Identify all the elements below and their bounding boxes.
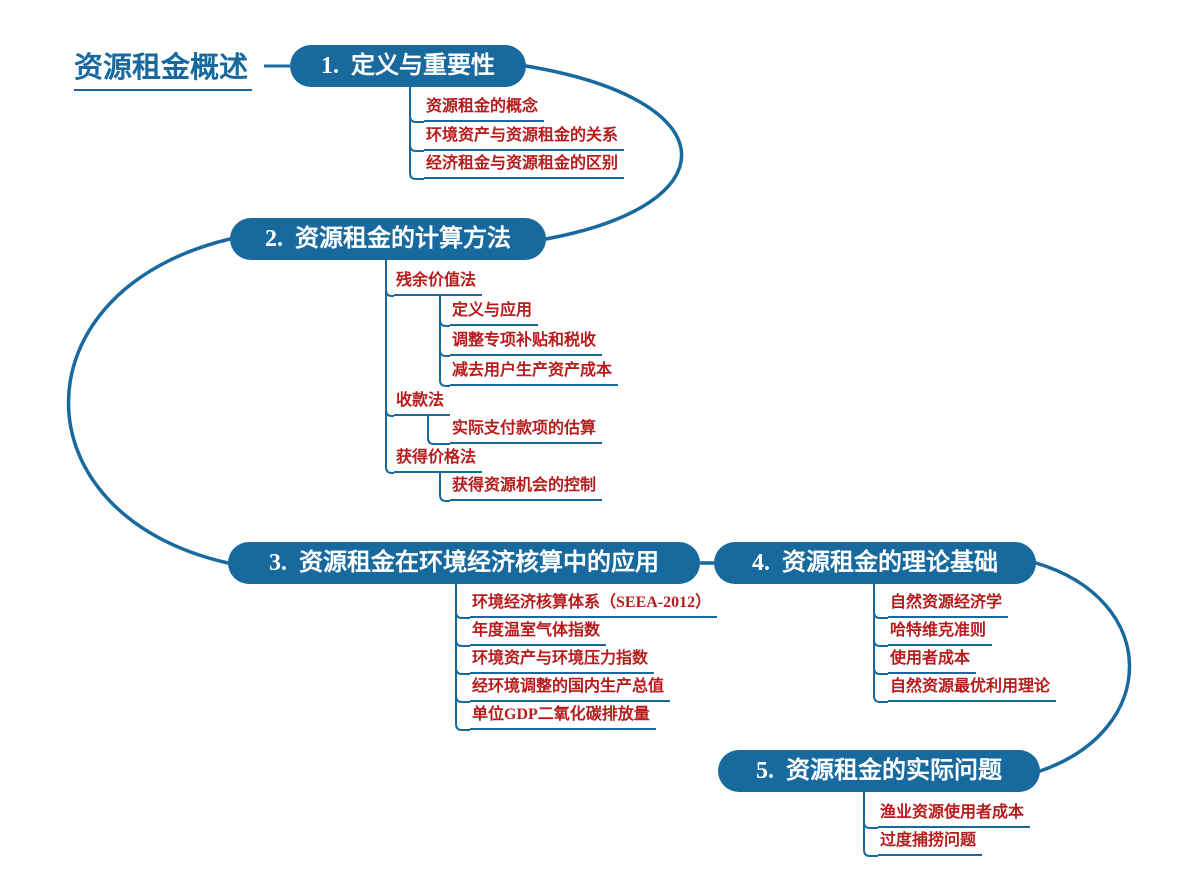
connector-branch1-branch2 [524,64,684,241]
branch-node-5[interactable]: 5. 资源租金的实际问题 [718,750,1040,792]
branch-node-3[interactable]: 3. 资源租金在环境经济核算中的应用 [228,542,700,584]
connector-branch3-children [455,584,470,731]
topic-4-4[interactable]: 自然资源最优利用理论 [888,678,1057,702]
topic-3-3[interactable]: 环境资产与环境压力指数 [470,650,655,674]
topic-2-1-3[interactable]: 减去用户生产资产成本 [450,362,619,386]
topic-3-5[interactable]: 单位GDP二氧化碳排放量 [470,706,656,730]
topic-5-1[interactable]: 渔业资源使用者成本 [878,804,1031,828]
topic-1-1[interactable]: 资源租金的概念 [424,98,545,122]
topic-3-1[interactable]: 环境经济核算体系（SEEA-2012） [470,594,718,618]
branch-node-2[interactable]: 2. 资源租金的计算方法 [230,218,546,260]
topic-4-1[interactable]: 自然资源经济学 [888,594,1009,618]
connector-branch2-branch3 [66,237,232,565]
connector-branch4-children [873,584,888,703]
topic-4-2[interactable]: 哈特维克准则 [888,622,993,646]
connector-branch5-children [863,792,878,857]
topic-5-2[interactable]: 过度捕捞问题 [878,832,983,856]
connector-acquisition-price-children [439,473,450,502]
topic-1-2[interactable]: 环境资产与资源租金的关系 [424,127,625,151]
connector-branch2-children [385,260,394,474]
topic-2-3[interactable]: 获得价格法 [394,449,483,473]
root-topic[interactable]: 资源租金概述 [74,44,253,91]
topic-3-4[interactable]: 经环境调整的国内生产总值 [470,678,671,702]
branch-node-1[interactable]: 1. 定义与重要性 [290,45,526,87]
connector-branch1-children [409,87,424,180]
topic-2-3-1[interactable]: 获得资源机会的控制 [450,477,603,501]
topic-1-3[interactable]: 经济租金与资源租金的区别 [424,155,625,179]
topic-2-2[interactable]: 收款法 [394,392,451,416]
topic-3-2[interactable]: 年度温室气体指数 [470,622,607,646]
topic-4-3[interactable]: 使用者成本 [888,650,977,674]
connector-branch4-branch5 [1034,561,1132,773]
topic-2-1-2[interactable]: 调整专项补贴和税收 [450,332,603,356]
topic-2-2-1[interactable]: 实际支付款项的估算 [450,420,603,444]
connector-residual-value-children [439,296,450,387]
connector-collection-children [427,416,450,445]
topic-2-1-1[interactable]: 定义与应用 [450,302,539,326]
topic-2-1[interactable]: 残余价值法 [394,272,483,296]
branch-node-4[interactable]: 4. 资源租金的理论基础 [714,542,1036,584]
